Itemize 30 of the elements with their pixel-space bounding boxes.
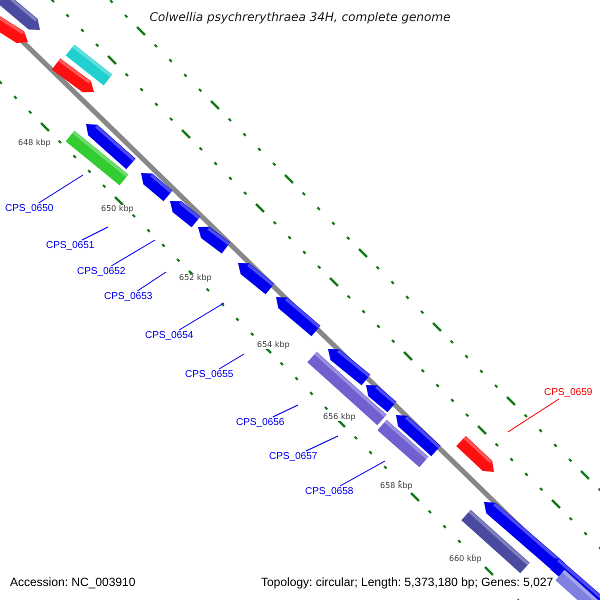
gene-label: CPS_0657: [269, 452, 318, 462]
leader-line: [306, 436, 338, 452]
gene-label: CPS_0656: [236, 418, 284, 428]
leader-line: [272, 404, 298, 418]
gene-label: CPS_0651: [46, 241, 94, 251]
leader-line: [110, 240, 156, 266]
leader-line: [508, 398, 560, 432]
gene-label: CPS_0653: [104, 292, 152, 302]
leader-line: [340, 460, 386, 486]
scale-label: 652 kbp: [178, 274, 213, 282]
scale-label: 648 kbp: [17, 139, 52, 147]
scale-label: 660 kbp: [448, 555, 483, 563]
gene-label: CPS_0655: [185, 370, 234, 380]
gene-label: CPS_0659: [544, 388, 592, 398]
leader-line: [82, 226, 108, 240]
leader-line: [178, 302, 224, 330]
scale-label: 654 kbp: [256, 341, 291, 349]
leader-line: [218, 354, 244, 370]
leader-line: [38, 174, 84, 204]
leader-line: [136, 272, 166, 292]
scale-label: 656 kbp: [322, 413, 357, 421]
gene-label: CPS_0654: [145, 331, 194, 341]
gene-label: CPS_0650: [5, 204, 54, 214]
gene-label: CPS_0652: [77, 267, 126, 277]
genome-summary-text: Topology: circular; Length: 5,373,180 bp; Genes: 5,027: [260, 576, 554, 588]
scale-label: 650 kbp: [100, 205, 135, 213]
title: Colwellia psychrerythraea 34H, complete genome: [148, 11, 452, 23]
scale-label: 658 kbp: [379, 482, 414, 490]
accession-text: Accession: NC_003910: [9, 576, 136, 588]
gene-label: CPS_0658: [305, 487, 354, 497]
